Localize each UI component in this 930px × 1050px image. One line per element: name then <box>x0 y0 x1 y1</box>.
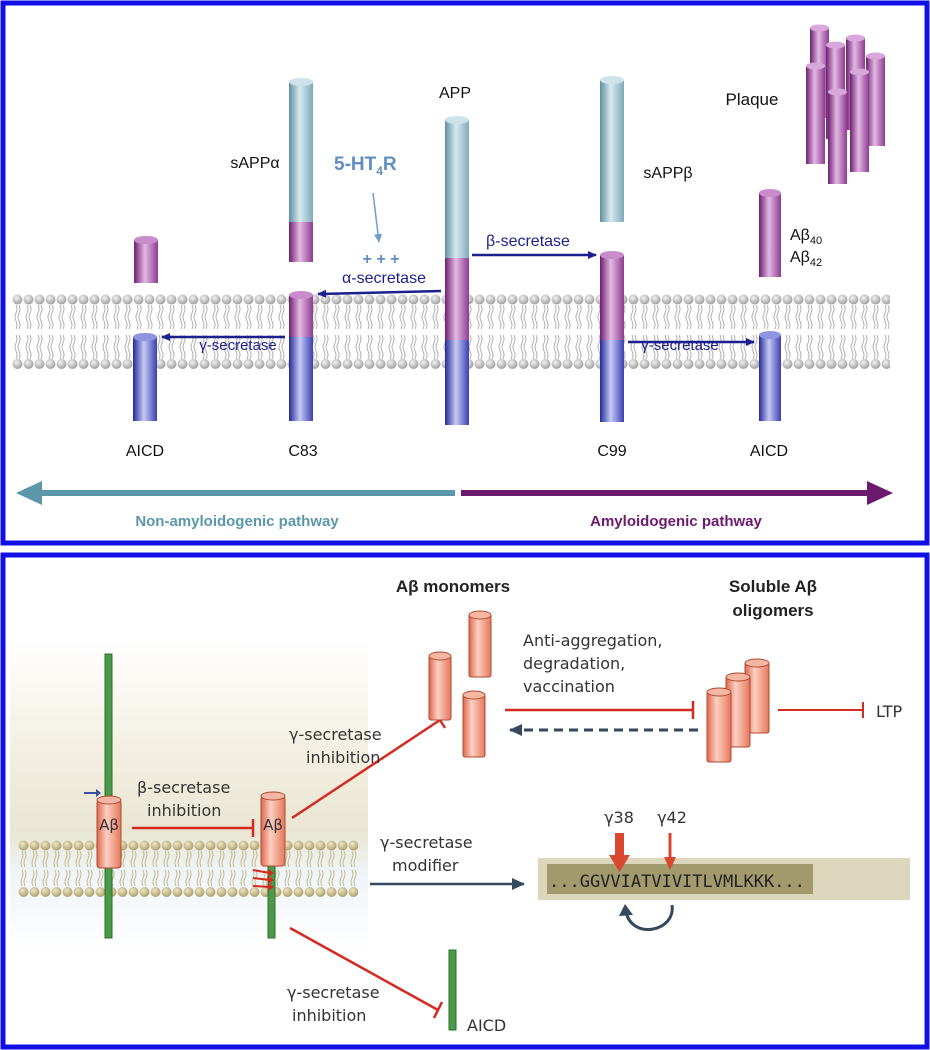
gamma-left-label: γ-secretase <box>199 337 277 354</box>
g42-label: γ42 <box>657 808 687 827</box>
gamma-inhibition-bottom-label-1: γ-secretase <box>287 983 380 1002</box>
abeta-cylinder <box>759 189 781 277</box>
app-cylinder <box>445 116 469 425</box>
g42-arrow <box>664 833 676 870</box>
modifier-label-2: modifier <box>392 856 459 875</box>
c83-label: C83 <box>288 443 317 460</box>
soluble-label-1: Soluble Aβ <box>729 577 817 596</box>
ht4r-label: 5-HT4R <box>334 154 397 178</box>
cleavage-arrows <box>84 789 274 891</box>
ltp-label: LTP <box>876 702 902 721</box>
bottom-panel: Aβ monomers Soluble Aβ oligomers Anti-ag… <box>0 552 930 1050</box>
ab40-label: Aβ40 <box>790 227 822 247</box>
cell-background <box>10 640 368 950</box>
sappa-cylinder <box>289 78 313 262</box>
gamma-right-label: γ-secretase <box>641 337 719 354</box>
ab-monomers <box>428 610 492 758</box>
p3-fragment-cylinder <box>134 236 158 283</box>
aicd-left-label: AICD <box>126 443 164 460</box>
ab-right-label: Aβ <box>263 816 283 834</box>
aicd-right-label: AICD <box>750 443 788 460</box>
anti-aggregation-label-3: vaccination <box>523 677 615 696</box>
gamma-inhibition-bottom-line <box>289 926 444 1019</box>
sequence-text: ...GGVVIATVIVITLVMLKKK... <box>549 872 805 892</box>
aicd-bottom-label: AICD <box>467 1016 506 1035</box>
beta-inhibition-line <box>132 819 255 837</box>
bottom-membrane <box>18 840 358 898</box>
top-panel: APP sAPPα sAPPβ 5-HT4R + + + α-secretase… <box>0 0 930 546</box>
plaque-bundle <box>806 24 885 184</box>
app-rod-left <box>96 653 122 939</box>
gamma-inhibition-bottom-label-2: inhibition <box>292 1006 366 1025</box>
anti-aggregation-line <box>505 701 695 719</box>
ab42-label: Aβ42 <box>790 249 822 269</box>
gamma-inhibition-top-label-2: inhibition <box>306 748 380 767</box>
sappa-label: sAPPα <box>230 155 279 172</box>
non-amyloid-label: Non-amyloidogenic pathway <box>135 513 339 530</box>
c99-label: C99 <box>597 443 626 460</box>
non-amyloid-pathway-arrow <box>16 481 455 505</box>
aicd-left-cylinder <box>133 333 157 421</box>
modifier-label-1: γ-secretase <box>380 833 473 852</box>
ht4r-arrow <box>372 192 382 243</box>
alpha-secretase-label: α-secretase <box>342 270 426 287</box>
g38-arrow <box>609 833 630 872</box>
anti-aggregation-label-1: Anti-aggregation, <box>523 631 662 650</box>
sappb-label: sAPPβ <box>643 165 692 182</box>
c83-cylinder <box>289 291 313 421</box>
sappb-cylinder <box>600 76 624 222</box>
g38-label: γ38 <box>604 808 634 827</box>
ab-left-label: Aβ <box>99 816 119 834</box>
curved-shift-arrow <box>619 904 674 931</box>
ab-oligomers <box>706 658 770 763</box>
beta-inhibition-label-1: β-secretase <box>137 778 230 797</box>
amyloid-label: Amyloidogenic pathway <box>590 513 762 530</box>
aicd-right-cylinder <box>759 331 781 421</box>
beta-secretase-label: β-secretase <box>486 233 570 250</box>
c99-cylinder <box>600 251 624 422</box>
plaque-label: Plaque <box>726 90 779 109</box>
soluble-label-2: oligomers <box>732 601 813 620</box>
ab-monomers-label: Aβ monomers <box>396 577 510 596</box>
alpha-secretase-arrow <box>317 289 442 298</box>
anti-aggregation-label-2: degradation, <box>523 654 625 673</box>
gamma-inhibition-top-label-1: γ-secretase <box>289 725 382 744</box>
beta-inhibition-label-2: inhibition <box>147 801 221 820</box>
aicd-rod <box>448 949 457 1031</box>
amyloid-pathway-arrow <box>461 481 893 505</box>
app-label: APP <box>439 85 471 102</box>
sequence-box <box>538 858 910 900</box>
plus-signs: + + + <box>363 251 400 268</box>
app-rod-right <box>260 791 286 939</box>
ltp-inhibition-line <box>778 702 864 718</box>
